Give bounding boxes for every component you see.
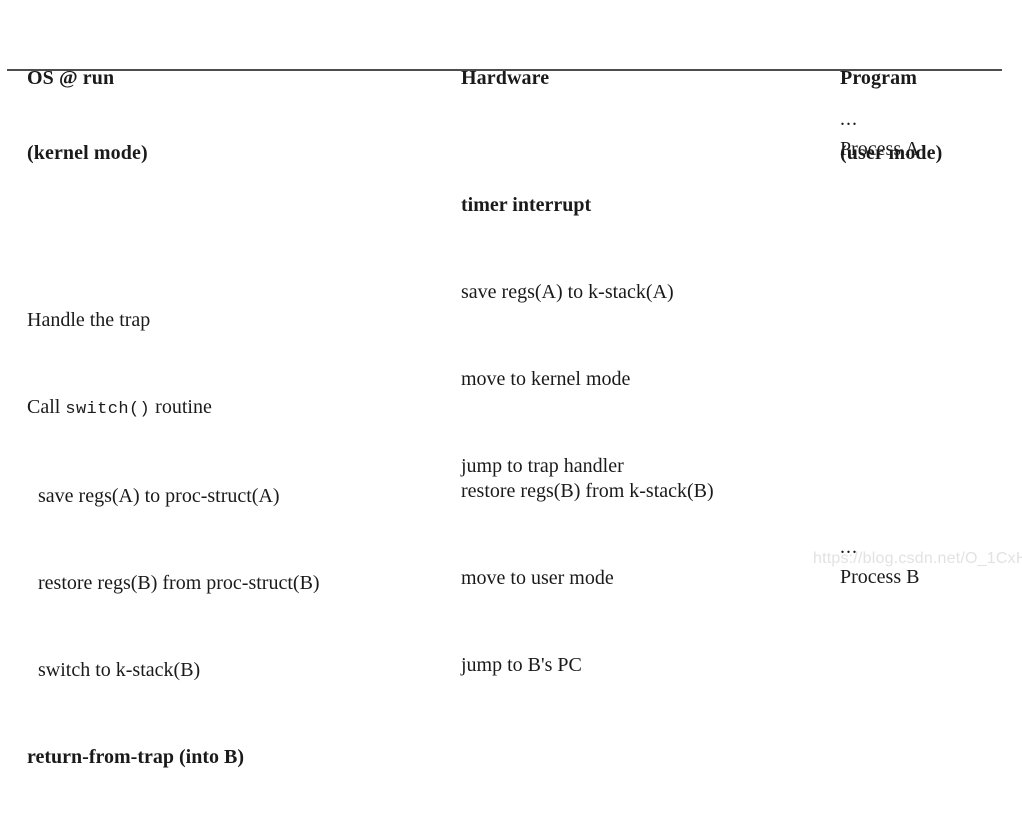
column-header-program-line2: (user mode): [840, 142, 943, 164]
column-header-os-line2: (kernel mode): [27, 142, 148, 164]
hardware-line-jump-trap-handler: jump to trap handler: [461, 455, 624, 477]
column-header-hardware: Hardware: [461, 16, 549, 141]
header-divider-rule: [7, 69, 1002, 71]
source-watermark: https://blog.csdn.net/O_1CxH: [813, 550, 1022, 567]
os-call-prefix: Call: [27, 396, 66, 418]
os-line-return-from-trap: return-from-trap (into B): [27, 746, 244, 768]
process-b-continuation-ellipsis: ...: [840, 536, 858, 558]
program-process-a-block: Process A: [840, 77, 919, 222]
column-header-os-line1: OS @ run: [27, 67, 115, 89]
os-line-call-switch-routine: Call switch() routine: [27, 393, 320, 424]
os-line-handle-the-trap: Handle the trap: [27, 309, 151, 331]
column-header-program: Program (user mode): [840, 16, 942, 216]
column-header-os: OS @ run (kernel mode): [27, 16, 148, 216]
hardware-line-jump-b-pc: jump to B's PC: [461, 654, 582, 676]
hardware-return-from-trap-block: restore regs(B) from k-stack(B) move to …: [461, 419, 714, 738]
figure-canvas: OS @ run (kernel mode) Hardware Program …: [7, 16, 1022, 768]
hardware-line-move-kernel-mode: move to kernel mode: [461, 368, 631, 390]
hardware-timer-interrupt-block: timer interrupt save regs(A) to k-stack(…: [461, 133, 674, 539]
hardware-line-restore-regs-b: restore regs(B) from k-stack(B): [461, 480, 714, 502]
hardware-line-move-user-mode: move to user mode: [461, 567, 614, 589]
os-line-restore-regs-proc-struct: restore regs(B) from proc-struct(B): [38, 572, 320, 594]
os-line-switch-kstack-b: switch to k-stack(B): [38, 659, 201, 681]
os-call-suffix: routine: [150, 396, 212, 418]
process-a-continuation-ellipsis: ...: [840, 108, 858, 130]
os-line-save-regs-proc-struct: save regs(A) to proc-struct(A): [38, 485, 280, 507]
hardware-line-save-regs-a: save regs(A) to k-stack(A): [461, 281, 674, 303]
os-switch-routine-block: Handle the trap Call switch() routine sa…: [27, 248, 320, 830]
process-a-label: Process A: [840, 138, 920, 160]
column-header-hardware-line1: Hardware: [461, 67, 550, 89]
column-header-program-line1: Program: [840, 67, 917, 89]
os-call-switch-mono: switch(): [65, 400, 151, 419]
hardware-line-timer-interrupt: timer interrupt: [461, 194, 592, 216]
